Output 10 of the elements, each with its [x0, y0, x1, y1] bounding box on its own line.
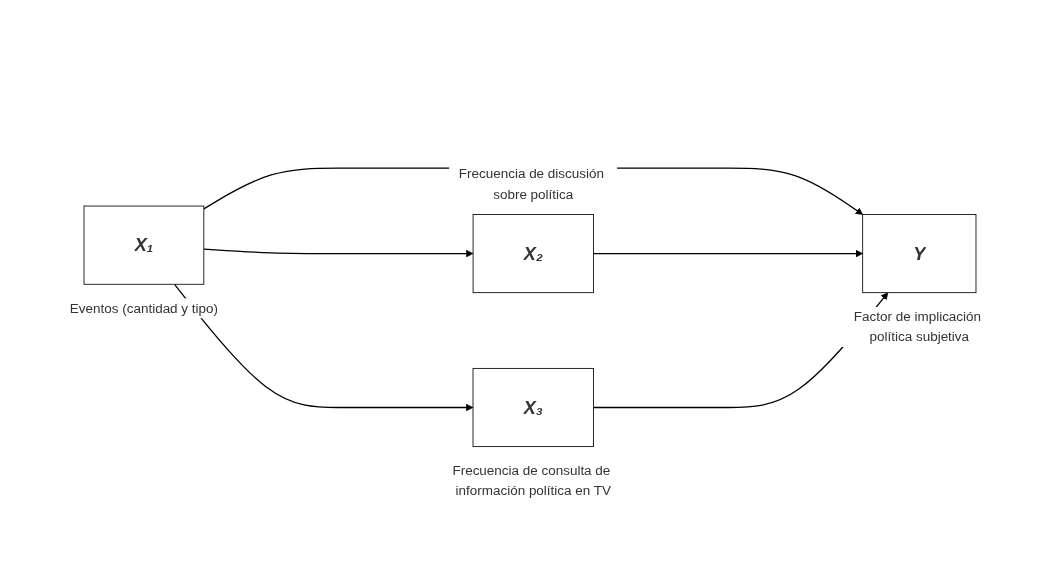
- arrow: [173, 283, 473, 412]
- node-label: Frecuencia de discusión sobre política: [458, 166, 604, 202]
- node-label: Factor de implicación política subjetiva: [853, 309, 981, 344]
- arrow: [592, 249, 863, 258]
- node-box: X₁: [83, 205, 204, 285]
- node-label: Frecuencia de consulta de información política en TV: [451, 463, 611, 498]
- arrow: [202, 248, 473, 258]
- node-label: Eventos (cantidad y tipo): [69, 300, 218, 316]
- node-box: X₂: [472, 214, 594, 294]
- node-box: X₃: [472, 367, 594, 448]
